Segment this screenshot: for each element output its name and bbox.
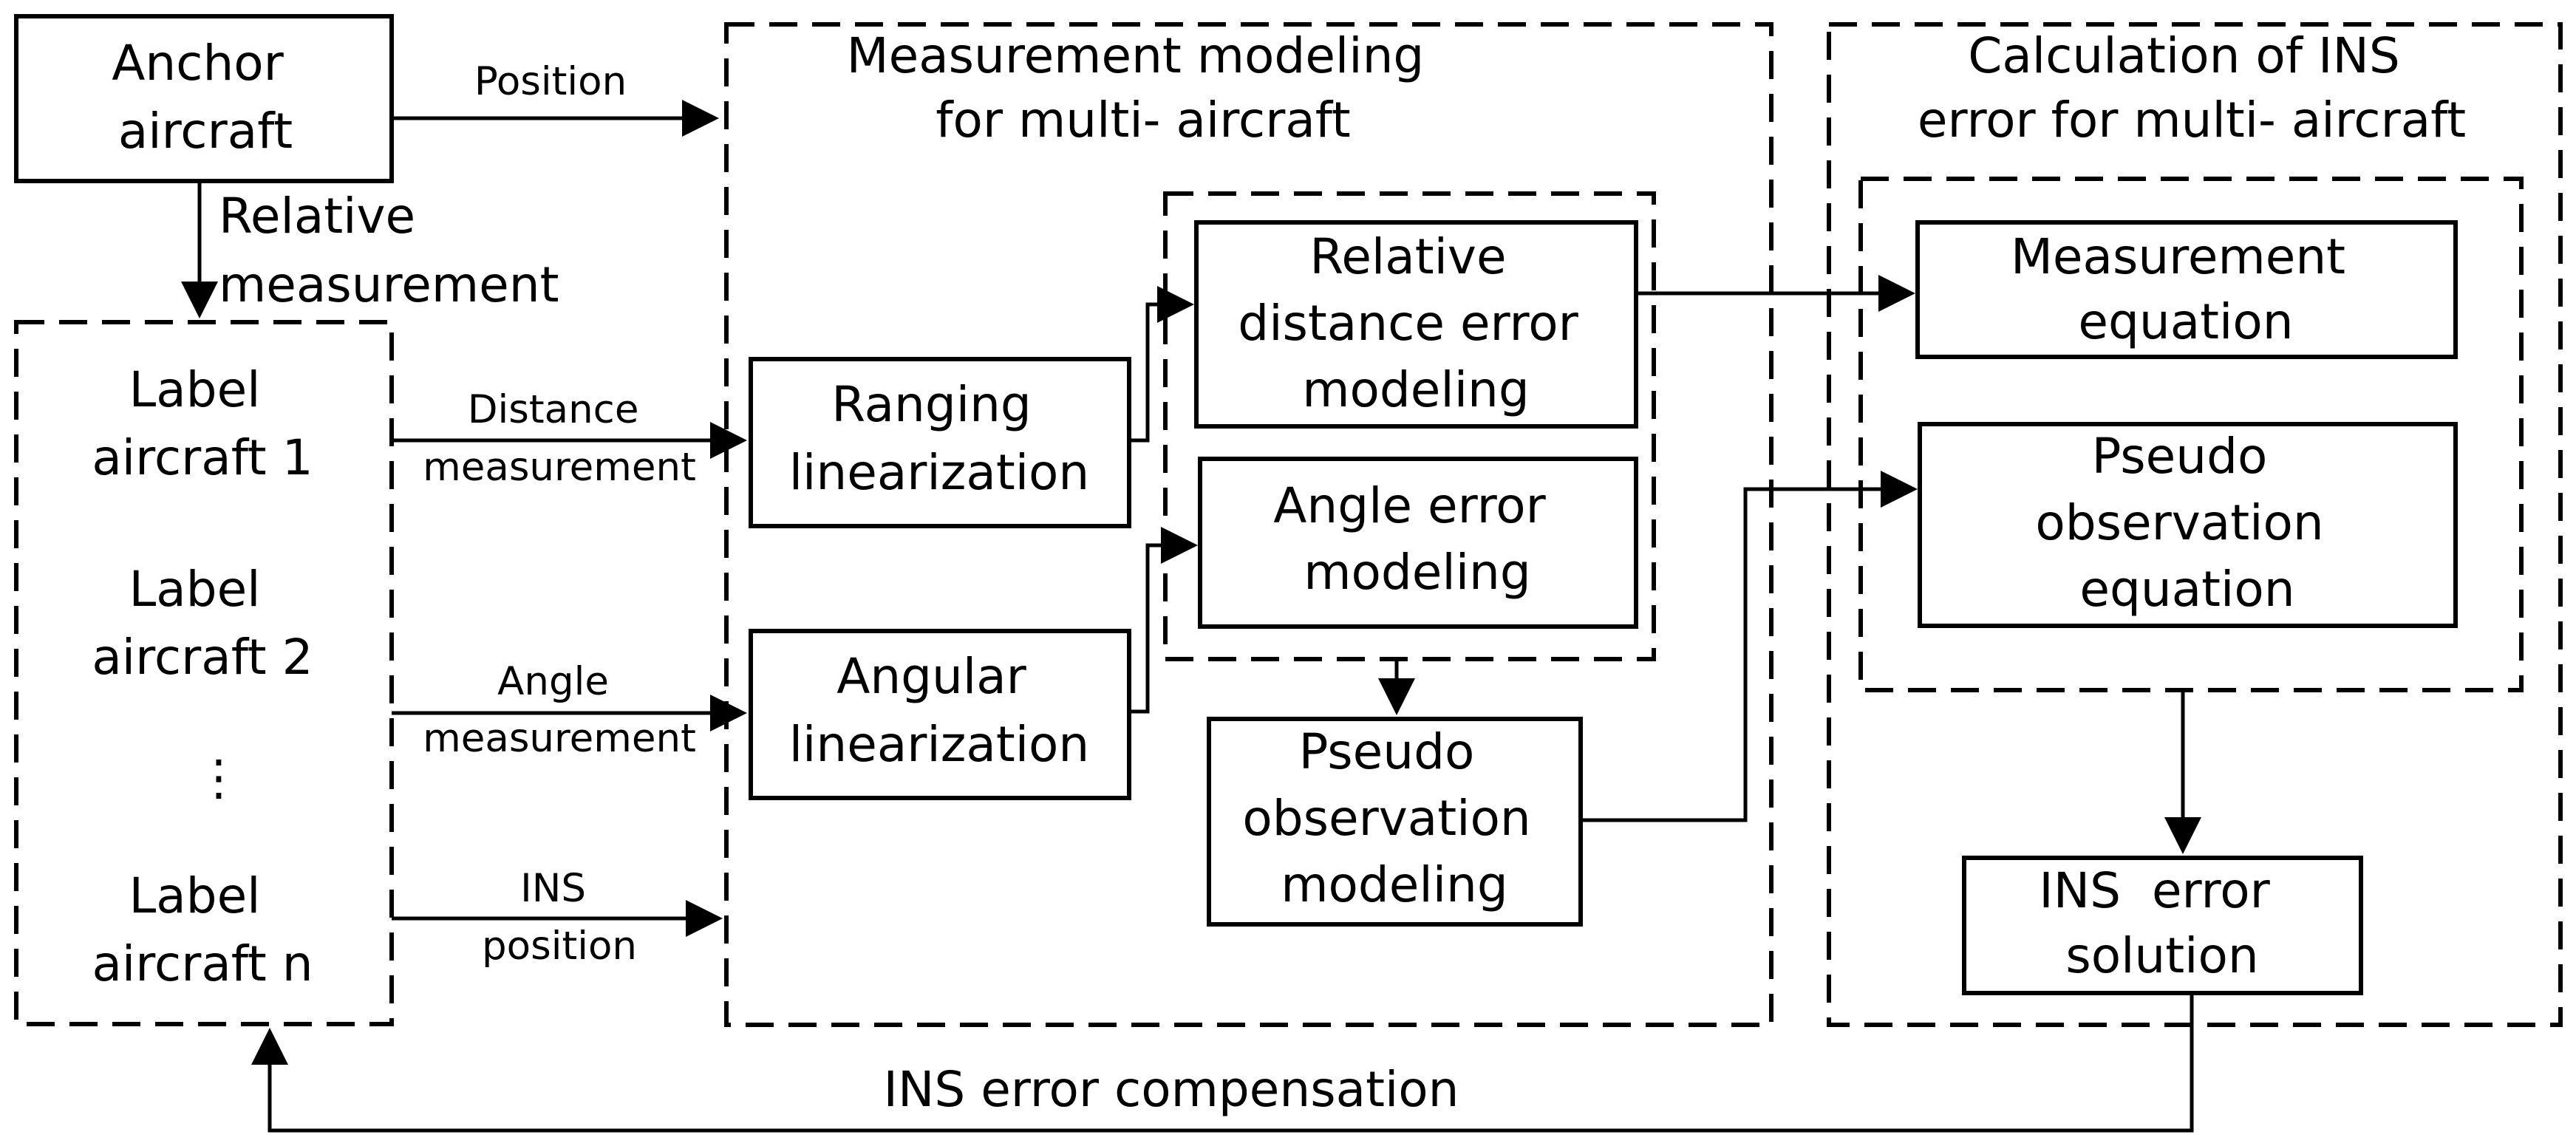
error-modeling-subgroup [1163, 191, 1656, 661]
angular-to-angle-error-arrow [1129, 527, 1198, 714]
pseudo-observation-modeling-label: Pseudo observation modeling [1242, 723, 1546, 913]
ranging-linearization-label: Ranging linearization [789, 376, 1090, 501]
angular-linearization-label: Angular linearization [789, 648, 1090, 773]
pseudo-observation-equation-box [1918, 422, 2458, 628]
measurement-modeling-group [724, 22, 1773, 1027]
label-aircraft-n: Label aircraft n [92, 867, 313, 992]
ranging-to-distance-error-arrow [1129, 286, 1194, 443]
calculation-title: Calculation of INS error for multi- airc… [1918, 27, 2466, 149]
ins-error-solution-box [1962, 856, 2363, 995]
label-aircraft-2: Label aircraft 2 [92, 561, 313, 686]
ins-error-solution-label: INS error solution [2039, 862, 2285, 984]
distance-measurement-label: Distance measurement [423, 387, 696, 490]
equations-subgroup [1858, 177, 2524, 692]
relative-measurement-label: Relative measurement [219, 188, 559, 313]
label-aircraft-group [14, 320, 394, 1026]
calculation-group [1827, 22, 2563, 1027]
angle-error-modeling-box [1198, 457, 1638, 629]
ellipsis-label: ⋮ [194, 749, 243, 806]
measurement-modeling-title: Measurement modeling for multi- aircraft [847, 27, 1440, 149]
measurement-equation-label: Measurement equation [2011, 228, 2361, 350]
position-label: Position [474, 59, 627, 104]
label-aircraft-1: Label aircraft 1 [92, 361, 313, 486]
measurement-equation-box [1915, 220, 2458, 359]
angle-error-modeling-label: Angle error modeling [1273, 477, 1561, 601]
ins-position-label: INS position [482, 866, 637, 969]
pseudo-observation-equation-label: Pseudo observation equation [2035, 428, 2339, 618]
ins-error-compensation-arrow [251, 993, 2194, 1133]
angular-linearization-box [749, 629, 1131, 800]
angle-measurement-label: Angle measurement [423, 659, 696, 761]
relative-distance-error-modeling-box [1194, 220, 1638, 429]
ranging-linearization-box [749, 357, 1131, 528]
anchor-aircraft-box [14, 14, 394, 183]
anchor-aircraft-label: Anchor aircraft [112, 35, 299, 160]
ins-error-compensation-label: INS error compensation [883, 1061, 1459, 1118]
relative-distance-error-modeling-label: Relative distance error modeling [1238, 228, 1593, 418]
pseudo-observation-to-equation-arrow [1581, 471, 1918, 822]
